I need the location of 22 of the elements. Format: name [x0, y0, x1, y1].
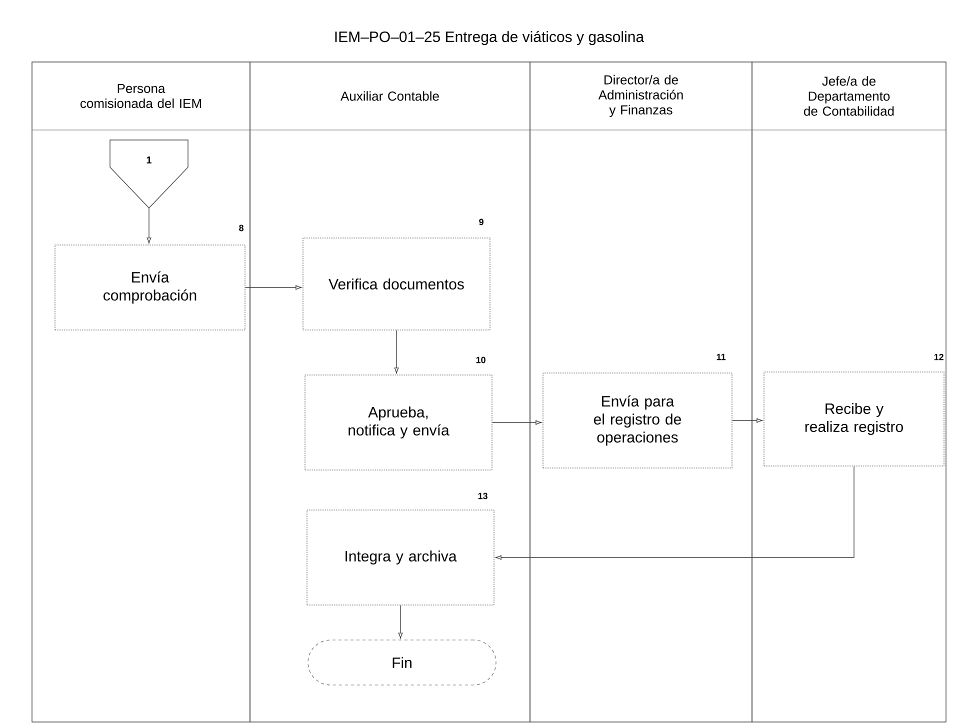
process-box: Aprueba, notifica y envía: [304, 374, 492, 470]
title: IEM–PO–01–25 Entrega de viáticos y gasolina: [335, 30, 644, 46]
step-number: 12: [934, 354, 944, 360]
terminator: Fin: [308, 640, 496, 686]
process-box: Verifica documentos: [302, 238, 490, 330]
arrow: [732, 418, 762, 423]
process-box: Integra y archiva: [306, 510, 494, 606]
arrow: [496, 466, 854, 560]
process-box: Envía comprobación: [54, 244, 246, 330]
arrow: [146, 208, 152, 244]
arrow: [398, 605, 403, 639]
step-number: 9: [479, 218, 484, 226]
arrow: [394, 330, 399, 374]
step-number: 11: [716, 354, 726, 360]
process-box: Recibe y realiza registro: [764, 372, 944, 466]
process-box: Envía para el registro de operaciones: [542, 372, 732, 468]
step-number: 13: [478, 492, 488, 500]
arrow: [245, 285, 302, 290]
step-number: 8: [239, 224, 244, 232]
off-page-connector: 1: [110, 140, 188, 208]
step-number: 10: [476, 356, 486, 364]
arrow: [492, 420, 542, 425]
